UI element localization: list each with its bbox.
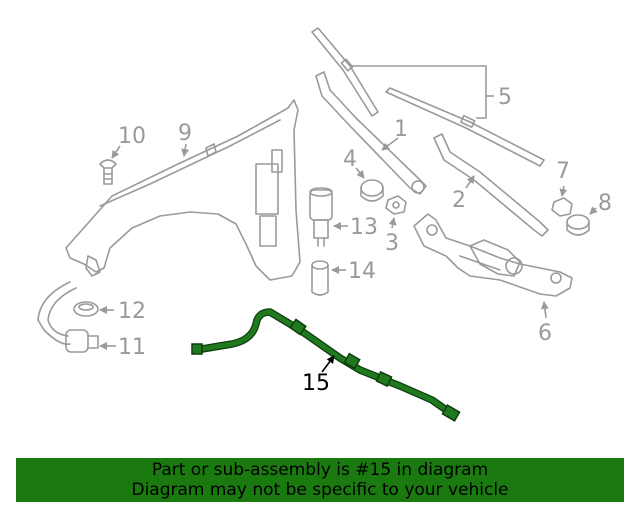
cap-4: [360, 179, 384, 202]
wiper-blade-upper: [311, 27, 379, 117]
rivet-10: [99, 159, 117, 185]
washer-hose-11: [37, 281, 99, 353]
callout-13: 13: [350, 215, 378, 240]
callout-12: 12: [118, 299, 146, 324]
grommet-14: [311, 260, 329, 296]
cap-8: [566, 214, 590, 236]
callout-4: 4: [343, 147, 357, 172]
wiper-arm-1: [315, 71, 427, 195]
wiring-harness-15: [191, 308, 461, 422]
nut-7: [551, 197, 573, 217]
wiper-arm-2: [433, 133, 549, 237]
callout-8: 8: [598, 191, 612, 216]
callout-5: 5: [498, 85, 512, 110]
callout-7: 7: [556, 159, 570, 184]
callout-14: 14: [348, 259, 376, 284]
callout-6: 6: [538, 321, 552, 346]
banner-line-1: Part or sub-assembly is #15 in diagram: [151, 460, 489, 480]
wiper-linkage-6: [413, 213, 573, 297]
callout-10: 10: [118, 124, 146, 149]
nut-3: [385, 195, 407, 215]
part-notice-banner: Part or sub-assembly is #15 in diagram D…: [16, 458, 624, 502]
banner-line-2: Diagram may not be specific to your vehi…: [131, 480, 509, 500]
washer-reservoir-9: [65, 99, 301, 281]
callout-3: 3: [385, 231, 399, 256]
cap-12: [73, 301, 99, 317]
callout-1: 1: [394, 117, 408, 142]
callout-2: 2: [452, 188, 466, 213]
callout-9: 9: [178, 121, 192, 146]
callout-15: 15: [302, 371, 330, 396]
callout-11: 11: [118, 335, 146, 360]
wiper-blade-lower: [385, 87, 545, 167]
washer-pump-13: [309, 187, 333, 247]
